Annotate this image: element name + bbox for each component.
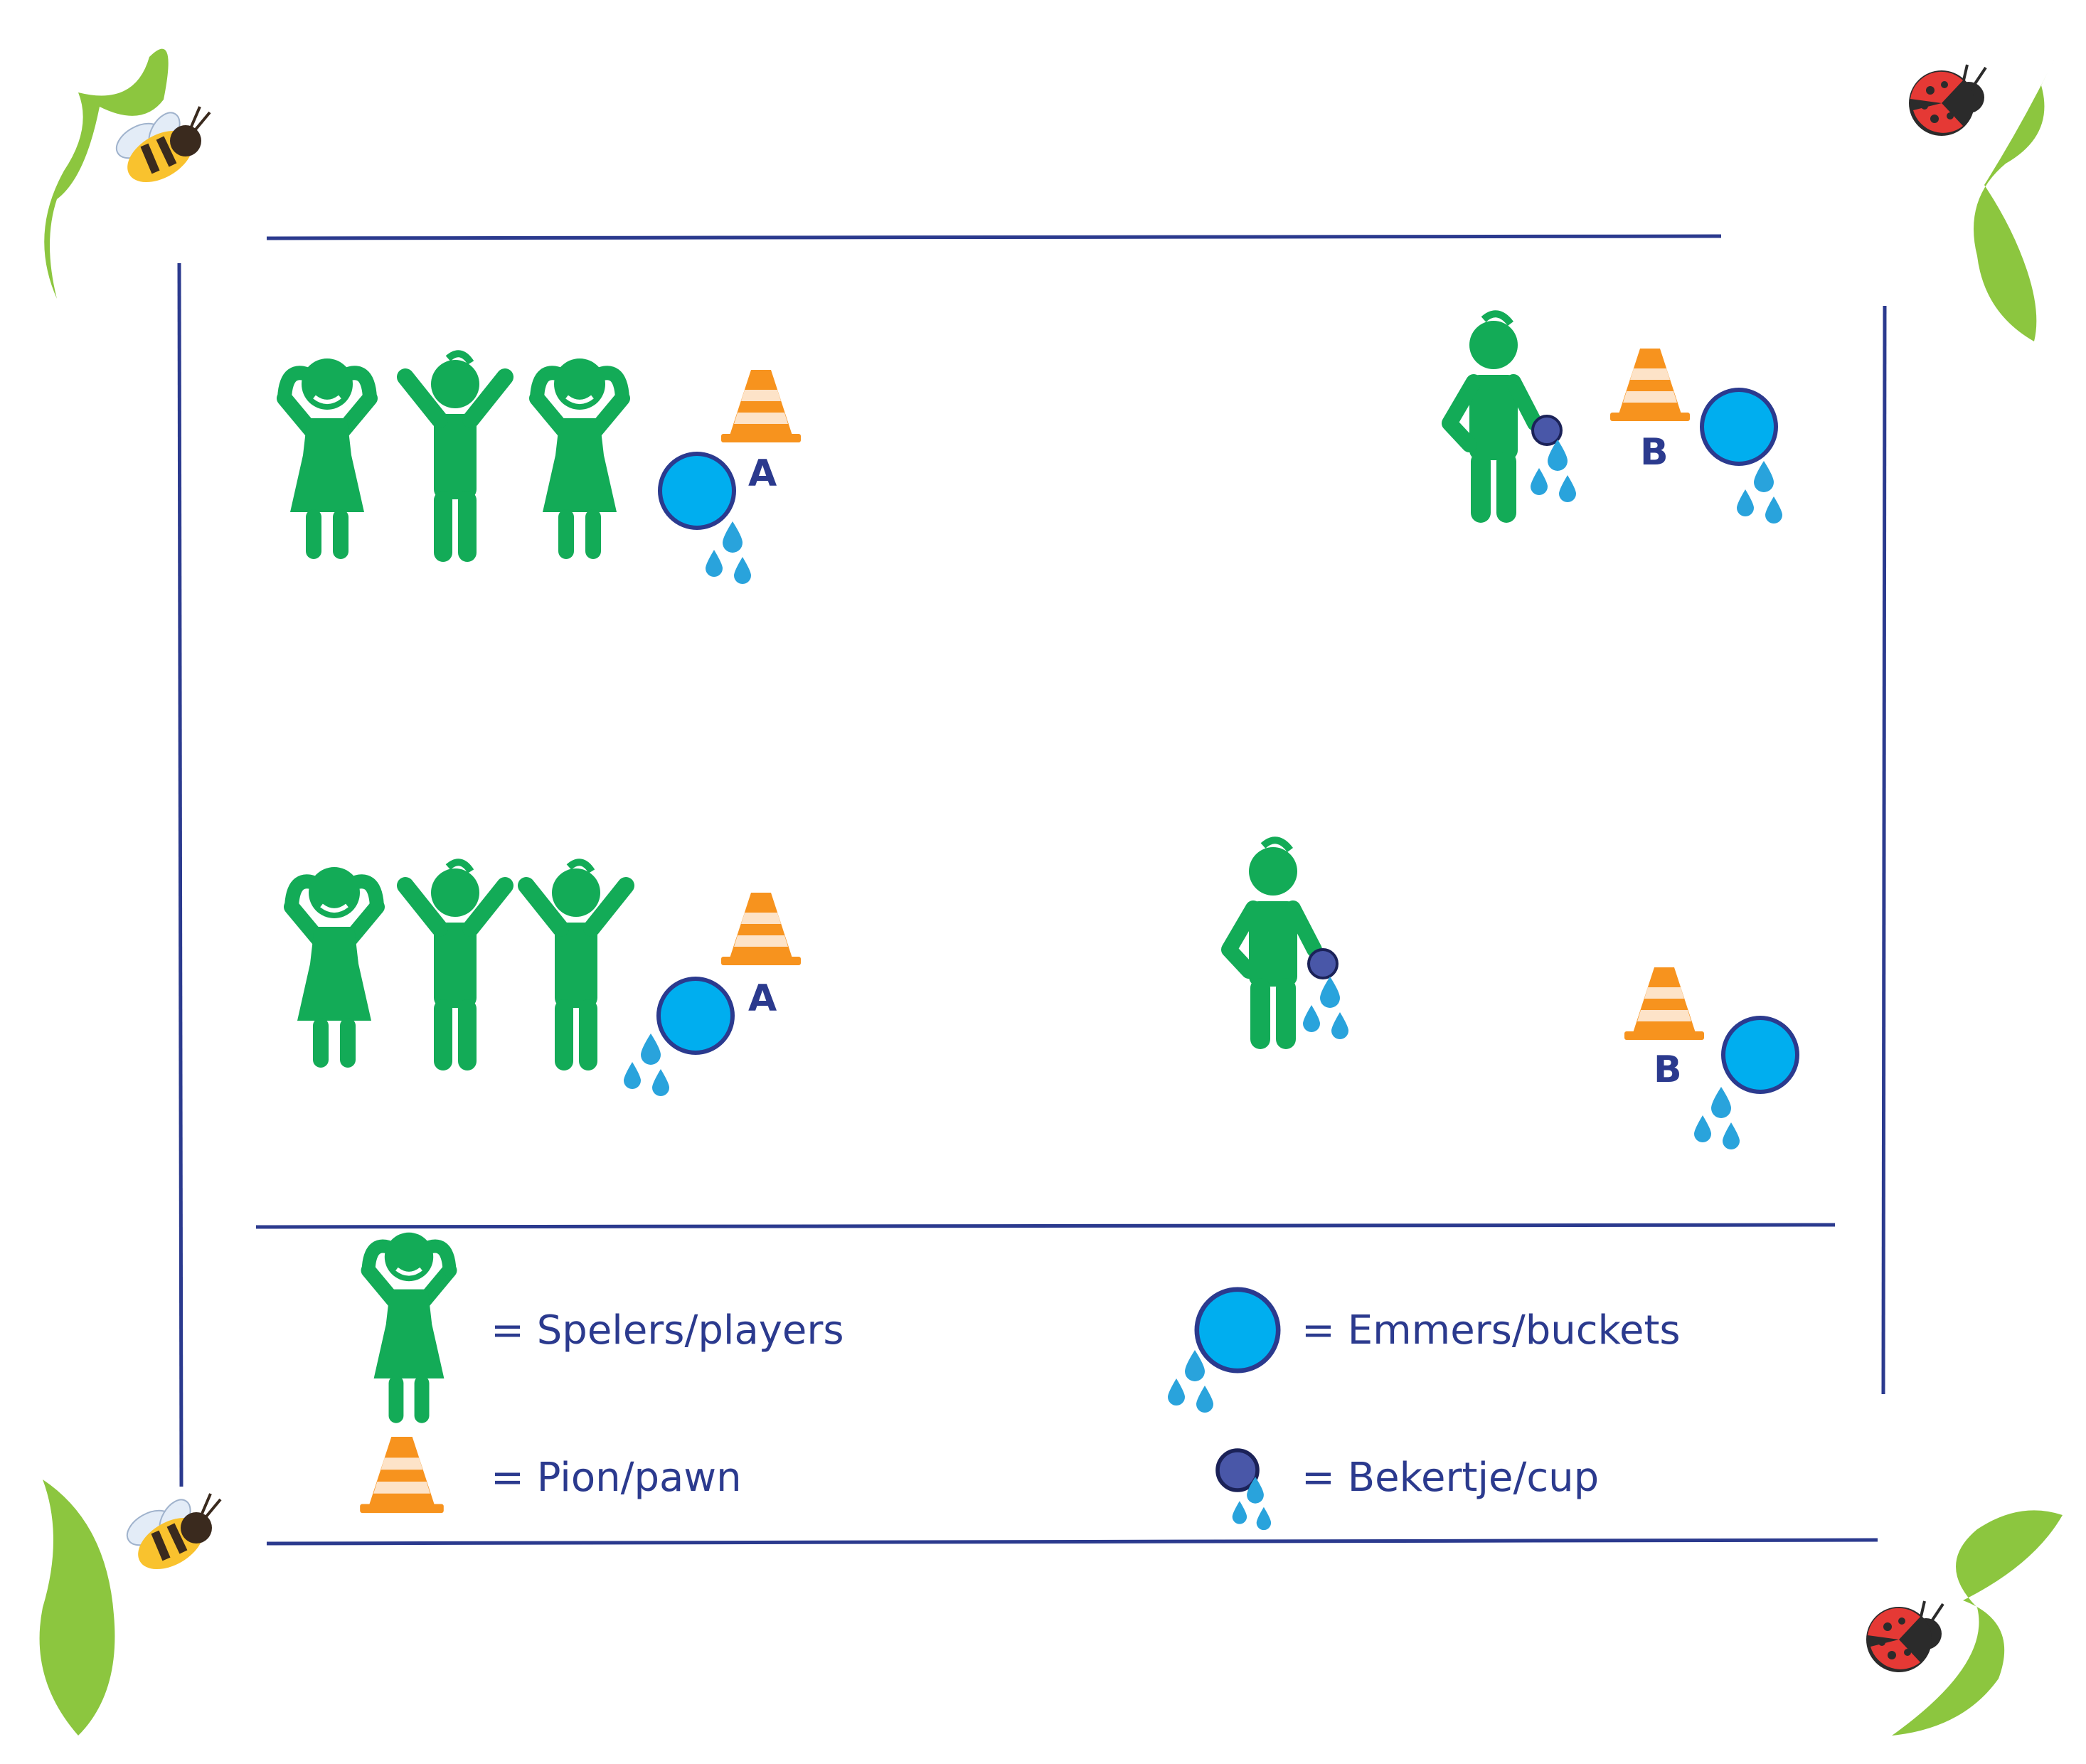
catcher-player-icon <box>1229 840 1314 1049</box>
drops-icon <box>1531 440 1576 502</box>
cone-icon <box>1624 967 1704 1040</box>
catcher-player-icon <box>1449 314 1535 523</box>
bucket-icon <box>1702 390 1776 464</box>
player-girl-icon <box>284 358 370 559</box>
player-boy-icon <box>405 354 505 562</box>
drops-icon <box>624 1034 669 1096</box>
drops-icon <box>1737 461 1782 524</box>
player-girl-icon <box>537 358 622 559</box>
drops-icon <box>706 521 751 584</box>
ladybug-icon <box>1907 63 1987 137</box>
legend-buckets-label: = Emmers/buckets <box>1302 1307 1681 1354</box>
cone-icon <box>721 370 801 442</box>
vine-icon <box>1974 60 2054 341</box>
ladybug-icon <box>1865 1600 1944 1674</box>
cone-label-b: B <box>1640 431 1669 474</box>
bucket-icon <box>659 979 733 1053</box>
cone-icon <box>721 893 801 965</box>
legend-bucket-icon <box>1197 1290 1278 1371</box>
drops-icon <box>1303 977 1348 1039</box>
legend-cone-icon <box>360 1437 444 1514</box>
legend-cup-label: = Bekertje/cup <box>1302 1455 1600 1501</box>
cup-icon <box>1307 948 1339 979</box>
legend-players-label: = Spelers/players <box>491 1307 844 1354</box>
bee-icon <box>111 107 210 193</box>
field-frame <box>177 234 1887 1546</box>
cone-label-a: A <box>748 977 777 1020</box>
bucket-icon <box>660 454 734 528</box>
bee-icon <box>122 1494 220 1580</box>
cone-label-a: A <box>748 452 777 495</box>
vine-icon <box>1892 1510 2063 1736</box>
legend-pawn-label: = Pion/pawn <box>491 1455 742 1501</box>
bucket-icon <box>1723 1018 1797 1092</box>
cone-icon <box>1610 349 1690 421</box>
cup-icon <box>1531 415 1563 446</box>
cone-label-b: B <box>1654 1048 1682 1091</box>
drops-icon <box>1694 1087 1740 1149</box>
player-boy-icon <box>405 862 505 1070</box>
player-boy-icon <box>526 862 626 1070</box>
player-girl-icon <box>292 867 377 1068</box>
vine-icon <box>44 48 169 299</box>
legend-player-icon <box>368 1233 449 1423</box>
vine-icon <box>39 1479 115 1736</box>
